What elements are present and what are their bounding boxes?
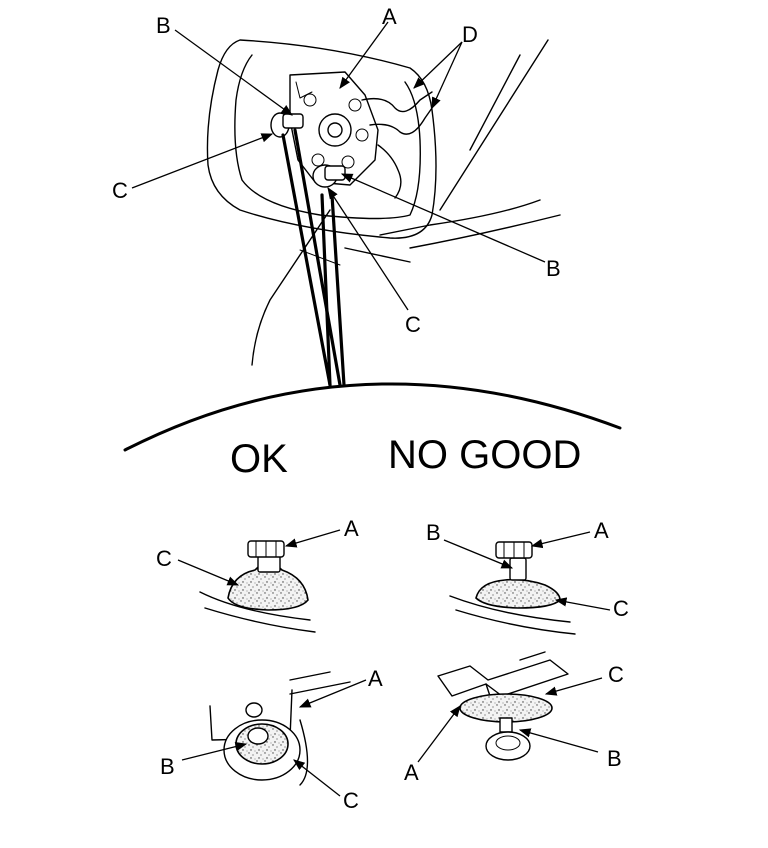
mirror-housing	[206, 39, 561, 366]
label-ok-side-c: C	[156, 546, 172, 571]
leader-top-c-bottom	[327, 187, 409, 311]
callout-line-upper-clip	[281, 133, 332, 387]
leader-ok-side-a	[284, 529, 341, 548]
no-good-side-view	[449, 541, 576, 635]
no-good-inserted-view	[437, 651, 569, 761]
ok-inserted-view	[209, 671, 351, 786]
label-top-b-right: B	[546, 256, 561, 281]
leader-ok-inserted-c	[293, 759, 341, 797]
leader-top-b-upper	[174, 29, 293, 116]
label-ng-side-b: B	[426, 520, 441, 545]
caption-no-good: NO GOOD	[388, 433, 581, 477]
label-ng-inserted-c: C	[608, 662, 624, 687]
leader-top-c-left	[131, 133, 274, 189]
label-ok-inserted-c: C	[343, 788, 359, 813]
caption-ok: OK	[230, 437, 288, 481]
label-top-a: A	[382, 4, 397, 29]
leader-ng-side-a	[530, 531, 591, 549]
mirror-base-plate	[289, 71, 379, 186]
leader-ng-inserted-b	[518, 728, 599, 753]
leader-ng-inserted-c	[544, 677, 603, 696]
label-top-c-left: C	[112, 178, 128, 203]
label-ok-inserted-a: A	[368, 666, 383, 691]
leader-ok-side-c	[177, 559, 240, 586]
leader-top-d-2	[431, 41, 463, 110]
label-ng-inserted-a: A	[404, 760, 419, 785]
label-ng-side-a: A	[594, 518, 609, 543]
leader-ng-inserted-a	[417, 705, 461, 763]
detail-bubble-arc	[123, 382, 622, 452]
leader-ng-side-c	[554, 597, 611, 611]
callout-line-upper-clip-2	[293, 128, 342, 387]
label-top-c-bottom: C	[405, 312, 421, 337]
wire-harness	[361, 91, 433, 199]
clip-upper	[270, 112, 304, 138]
clip-lower	[312, 164, 346, 188]
ok-side-view	[199, 540, 316, 633]
leader-ng-side-b	[443, 539, 514, 569]
callout-line-lower-clip	[320, 193, 332, 387]
label-ok-side-a: A	[344, 516, 359, 541]
label-ng-inserted-b: B	[607, 746, 622, 771]
leader-top-b-right	[340, 173, 546, 263]
leader-ok-inserted-b	[181, 742, 248, 761]
leader-top-d-1	[413, 41, 463, 89]
label-top-d: D	[462, 22, 478, 47]
label-ok-inserted-b: B	[160, 754, 175, 779]
leader-top-a	[339, 21, 389, 89]
leader-ok-inserted-a	[298, 679, 367, 708]
label-ng-side-c: C	[613, 596, 629, 621]
label-top-b-upper: B	[156, 13, 171, 38]
callout-line-lower-clip-2	[330, 193, 346, 387]
